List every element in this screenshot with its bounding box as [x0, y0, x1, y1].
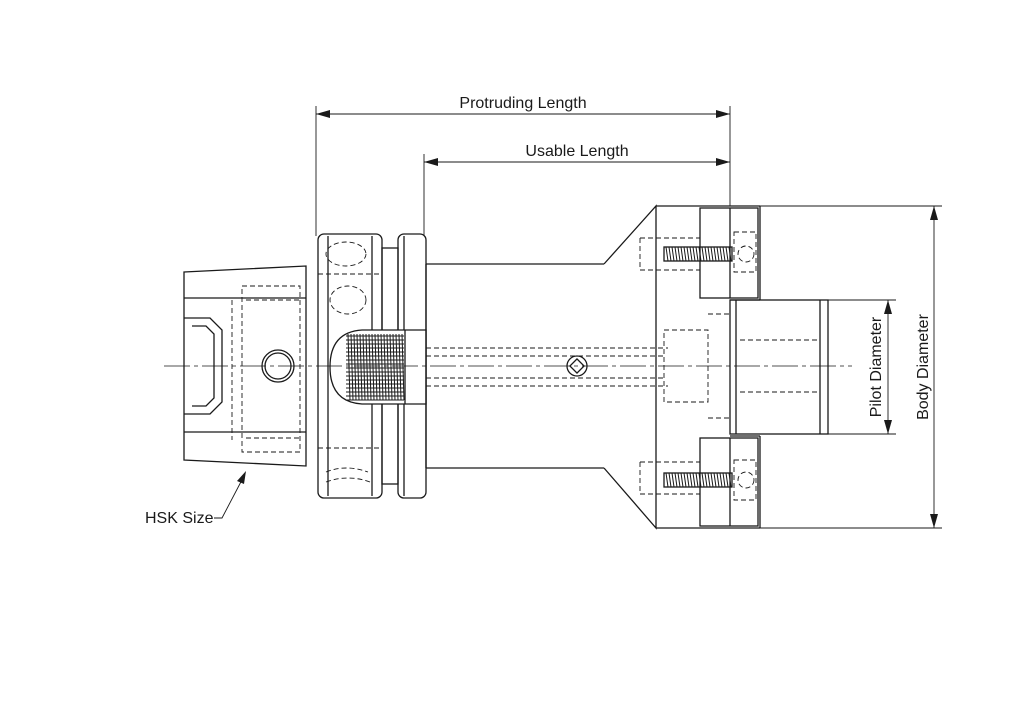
pilot-diameter-dimension: Pilot Diameter [828, 299, 896, 435]
extension-body [425, 263, 668, 469]
body-diameter-label: Body Diameter [915, 313, 932, 419]
pilot [729, 299, 829, 435]
usable-length-dimension: Usable Length [423, 143, 730, 236]
hsk-size-leader: HSK Size [145, 471, 246, 527]
pilot-diameter-label: Pilot Diameter [868, 316, 885, 417]
body-diameter-dimension: Body Diameter [760, 205, 942, 529]
fastening-screws [663, 245, 755, 489]
usable-length-label: Usable Length [525, 143, 628, 160]
hsk-size-label: HSK Size [145, 510, 214, 527]
protruding-length-dimension: Protruding Length [315, 95, 731, 236]
protruding-length-label: Protruding Length [459, 95, 586, 112]
threaded-screw [329, 329, 427, 405]
